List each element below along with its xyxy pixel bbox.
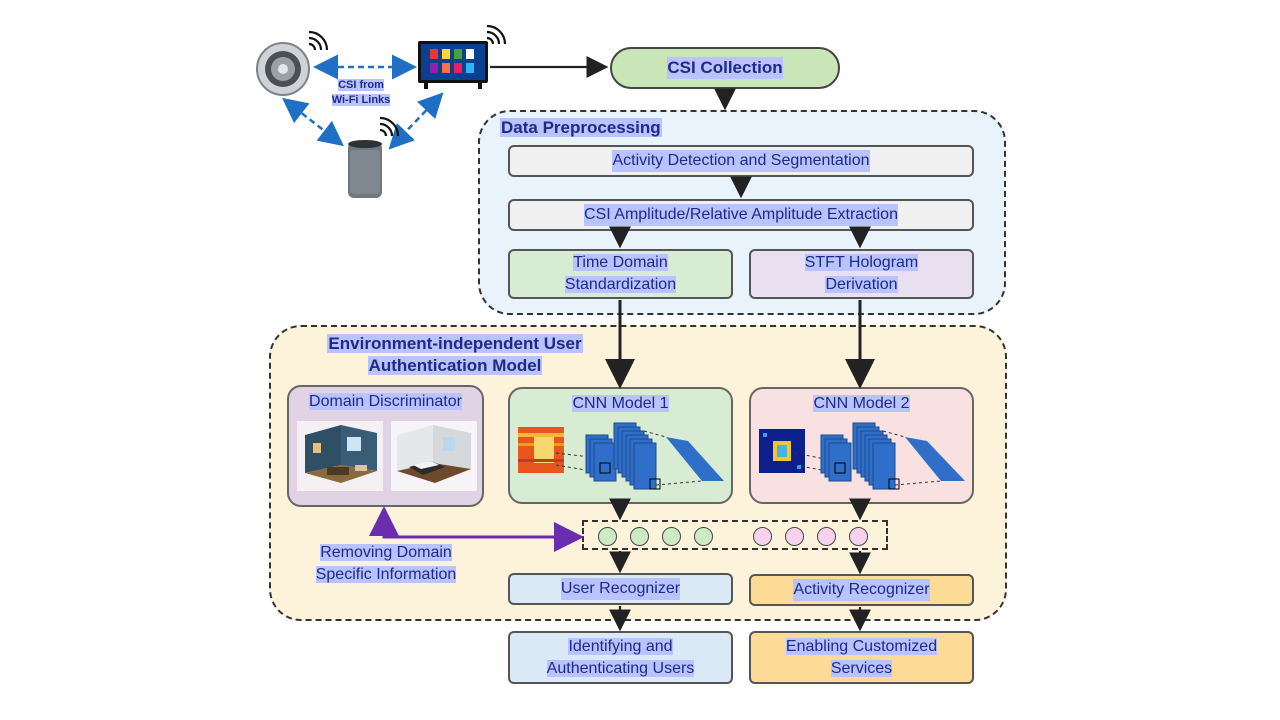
cnn-model-1-label: CNN Model 1 bbox=[572, 395, 669, 412]
cnn-model-1-panel: CNN Model 1 bbox=[508, 387, 733, 504]
user-recognizer-box: User Recognizer bbox=[508, 573, 733, 605]
preprocessing-title: Data Preprocessing bbox=[500, 118, 662, 137]
feature-node bbox=[662, 527, 681, 546]
feature-node bbox=[753, 527, 772, 546]
domain-discriminator-label: Domain Discriminator bbox=[309, 393, 462, 410]
feature-node bbox=[694, 527, 713, 546]
feature-vector-box bbox=[582, 520, 888, 550]
robot-vacuum-icon bbox=[256, 42, 310, 96]
feature-node bbox=[849, 527, 868, 546]
room-image-2 bbox=[391, 421, 477, 491]
domain-discriminator-panel: Domain Discriminator bbox=[287, 385, 484, 507]
feature-node bbox=[630, 527, 649, 546]
activity-recognizer-box: Activity Recognizer bbox=[749, 574, 974, 606]
room-image-1 bbox=[297, 421, 383, 491]
amplitude-extraction-box: CSI Amplitude/Relative Amplitude Extract… bbox=[508, 199, 974, 231]
cnn-2-illustration bbox=[759, 422, 965, 490]
feature-node bbox=[598, 527, 617, 546]
csi-collection-node: CSI Collection bbox=[610, 47, 840, 89]
cnn-1-illustration bbox=[518, 422, 724, 490]
cnn-model-2-label: CNN Model 2 bbox=[813, 395, 910, 412]
feature-node bbox=[785, 527, 804, 546]
activity-detection-box: Activity Detection and Segmentation bbox=[508, 145, 974, 177]
smart-tv-icon bbox=[418, 41, 488, 89]
smart-speaker-icon bbox=[348, 140, 382, 198]
cnn-model-2-panel: CNN Model 2 bbox=[749, 387, 974, 504]
feature-node bbox=[817, 527, 836, 546]
